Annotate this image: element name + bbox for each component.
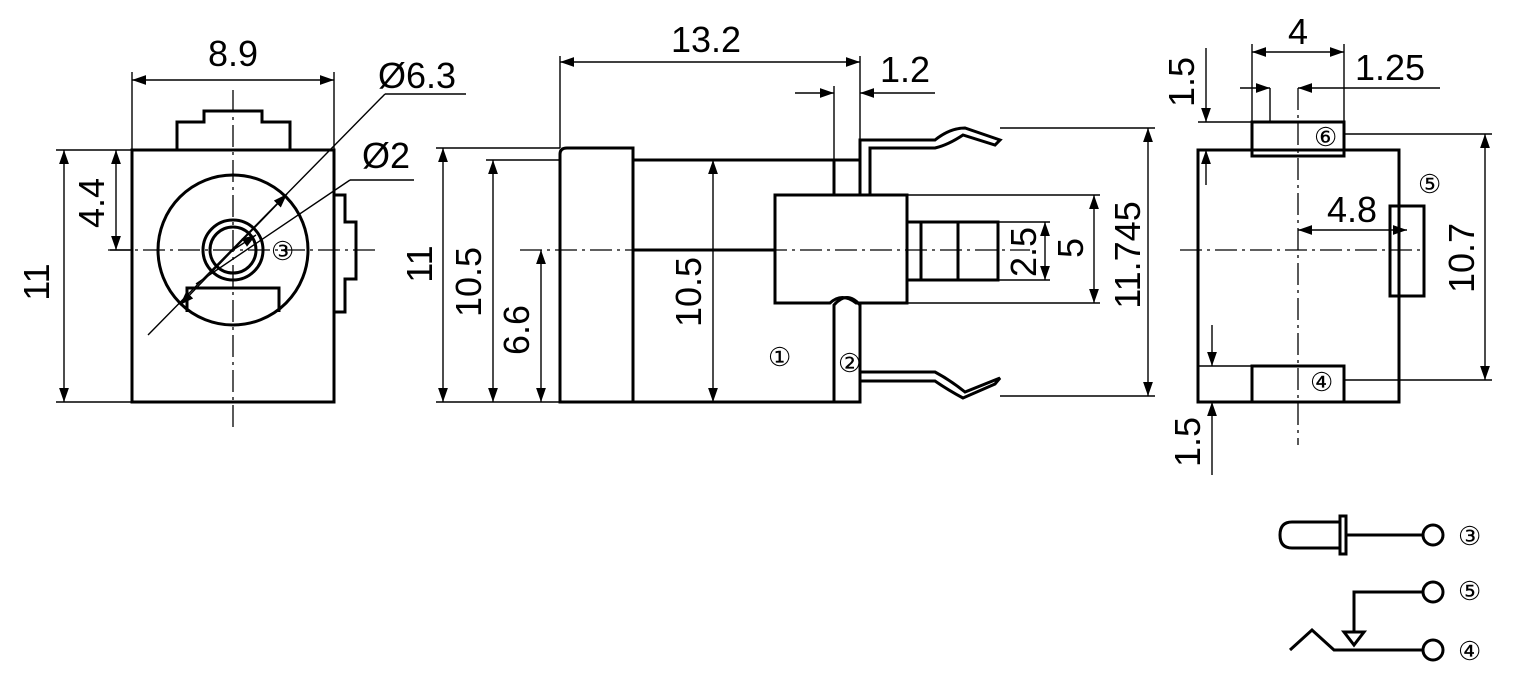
schematic-terminal-5	[1421, 580, 1445, 604]
side-lower-pin	[860, 370, 1002, 400]
bottom-view: 4 1.25 1.5 10.7 4.8 1.5 ⑥ ⑤ ④	[1161, 11, 1492, 475]
dim-bottom-top-offset: 1.5	[1161, 57, 1202, 107]
dim-side-height-body: 10.5	[448, 247, 489, 317]
schematic: ③ ⑤ ④	[1278, 514, 1481, 667]
dim-front-dia-inner: Ø2	[362, 135, 410, 176]
bottom-pad-5	[1388, 204, 1426, 298]
dim-side-pin-width: 1.2	[880, 49, 930, 90]
bottom-pad-6	[1250, 120, 1346, 158]
front-view: 8.9 11 4.4 Ø6.3 Ø2 ③	[16, 33, 466, 432]
schematic-pin4-label: ④	[1458, 637, 1481, 667]
dim-bottom-pad-offset: 4.8	[1327, 189, 1377, 230]
schematic-terminal-4	[1421, 638, 1445, 662]
bottom-pin5-label: ⑤	[1418, 170, 1441, 200]
bottom-pin6-label: ⑥	[1314, 123, 1337, 153]
front-side-tab	[334, 193, 358, 314]
dim-bottom-top-pad: 1.25	[1355, 47, 1425, 88]
side-mid-body	[633, 158, 862, 252]
schematic-switch	[1352, 590, 1422, 632]
schematic-terminal-3	[1421, 523, 1445, 547]
dim-side-height-center: 6.6	[496, 305, 537, 355]
dim-side-pin-span: 11.745	[1107, 201, 1148, 308]
front-body	[130, 148, 336, 404]
side-pin1-label: ①	[768, 343, 791, 373]
dim-bottom-top-width: 4	[1288, 11, 1308, 52]
dim-bottom-bottom-offset: 1.5	[1167, 417, 1208, 467]
dim-side-height-inner: 10.5	[668, 257, 709, 327]
side-pin2-label: ②	[838, 349, 861, 379]
dim-bottom-height: 10.7	[1441, 223, 1482, 293]
dim-front-dia-outer: Ø6.3	[378, 55, 456, 96]
schematic-spring	[1288, 627, 1422, 652]
dim-side-length: 13.2	[671, 19, 741, 60]
schematic-pin5-label: ⑤	[1458, 577, 1481, 607]
side-body	[558, 146, 635, 404]
side-upper-pin	[858, 126, 1003, 195]
bottom-pad-4	[1250, 364, 1346, 404]
side-pin2	[832, 296, 862, 402]
side-view: 13.2 1.2 11 10.5 6.6 10.5 2.5 5 1	[399, 19, 1155, 404]
bottom-pin4-label: ④	[1310, 368, 1333, 398]
dim-front-height: 11	[16, 263, 57, 300]
dim-side-plug-large: 5	[1050, 238, 1091, 258]
dim-front-offset: 4.4	[71, 178, 112, 228]
side-plug	[773, 193, 1000, 305]
dim-front-width: 8.9	[208, 33, 258, 74]
front-pin3-label: ③	[271, 237, 294, 267]
dim-side-plug-small: 2.5	[1003, 227, 1044, 277]
schematic-pin3-label: ③	[1458, 522, 1481, 552]
dim-side-height-total: 11	[399, 245, 440, 282]
schematic-plug	[1278, 520, 1340, 550]
